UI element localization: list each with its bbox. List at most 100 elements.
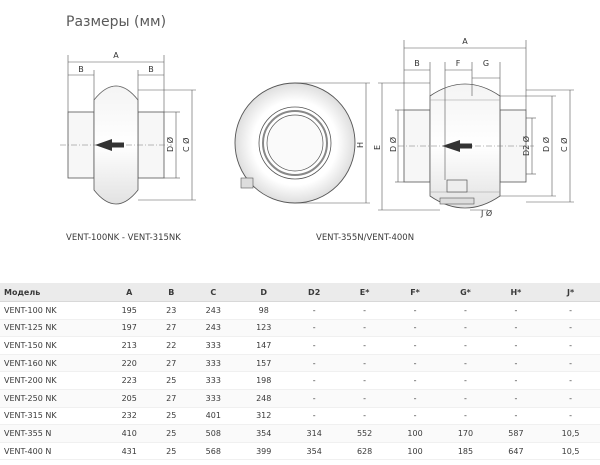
cell: 431 (104, 442, 155, 461)
cell: - (541, 354, 600, 373)
col-header-b: B (154, 283, 189, 302)
label-d2-dia: D2 Ø (521, 136, 531, 156)
table-row: VENT-400 N 431 25 568 399 354 628 100 18… (0, 442, 600, 461)
cell: 22 (154, 336, 189, 355)
cell: 333 (188, 371, 239, 390)
label-c-dia-right: C Ø (559, 138, 569, 152)
cell: VENT-400 N (0, 442, 104, 461)
cell: 552 (339, 424, 390, 443)
table-row: VENT-315 NK 232 25 401 312 - - - - - - (0, 407, 600, 426)
col-header-model: Модель (0, 283, 104, 302)
cell: - (288, 319, 340, 338)
cell: 354 (238, 424, 289, 443)
left-dimension-lines (67, 55, 196, 201)
cell: 10,5 (541, 424, 600, 443)
cell: - (490, 301, 542, 320)
cell: 568 (188, 442, 239, 461)
cell: VENT-200 NK (0, 371, 104, 390)
cell: 27 (154, 389, 189, 408)
cell: - (541, 319, 600, 338)
cell: VENT-160 NK (0, 354, 104, 373)
cell: 100 (389, 424, 441, 443)
cell: 25 (154, 424, 189, 443)
col-header-e: E* (339, 283, 390, 302)
cell: 27 (154, 354, 189, 373)
cell: 220 (104, 354, 155, 373)
cell: - (490, 319, 542, 338)
cell: 25 (154, 442, 189, 461)
cell: 243 (188, 301, 239, 320)
cell: - (541, 407, 600, 426)
cell: 195 (104, 301, 155, 320)
cell: 508 (188, 424, 239, 443)
cell: - (339, 336, 390, 355)
right-fan-side-view (398, 83, 534, 209)
cell: 223 (104, 371, 155, 390)
page-title: Размеры (мм) (66, 14, 167, 30)
col-header-g: G* (440, 283, 491, 302)
cell: - (389, 336, 441, 355)
cell: VENT-250 NK (0, 389, 104, 408)
cell: 243 (188, 319, 239, 338)
cell: 147 (238, 336, 289, 355)
label-a-right: A (462, 37, 468, 46)
cell: - (339, 301, 390, 320)
cell: - (440, 301, 491, 320)
cell: 333 (188, 389, 239, 408)
cell: - (440, 407, 491, 426)
col-header-j: J* (541, 283, 600, 302)
caption-right: VENT-355N/VENT-400N (316, 233, 415, 243)
cell: 27 (154, 319, 189, 338)
cell: 333 (188, 354, 239, 373)
airflow-arrow-icon-right (442, 140, 460, 152)
cell: 25 (154, 371, 189, 390)
col-header-d: D (238, 283, 289, 302)
cell: 399 (238, 442, 289, 461)
cell: - (288, 354, 340, 373)
cell: 647 (490, 442, 542, 461)
label-b-left: B (78, 65, 84, 74)
cell: 198 (238, 371, 289, 390)
table-row: VENT-355 N 410 25 508 354 314 552 100 17… (0, 424, 600, 443)
cell: 333 (188, 336, 239, 355)
label-d-dia-right-outer: D Ø (541, 137, 551, 152)
cell: 98 (238, 301, 289, 320)
cell: 232 (104, 407, 155, 426)
terminal-box-icon (446, 179, 468, 193)
cell: - (440, 354, 491, 373)
cell: 410 (104, 424, 155, 443)
table-row: VENT-250 NK 205 27 333 248 - - - - - - (0, 389, 600, 408)
cell: - (440, 336, 491, 355)
airflow-arrow-icon (95, 139, 112, 151)
cell: - (389, 354, 441, 373)
cell: - (339, 319, 390, 338)
cell: VENT-100 NK (0, 301, 104, 320)
table-row: VENT-200 NK 223 25 333 198 - - - - - - (0, 371, 600, 390)
cell: VENT-125 NK (0, 319, 104, 338)
label-f: F (456, 59, 461, 68)
cell: - (339, 354, 390, 373)
col-header-a: A (104, 283, 155, 302)
cell: 401 (188, 407, 239, 426)
cell: - (440, 371, 491, 390)
cell: - (389, 301, 441, 320)
cell: - (541, 371, 600, 390)
cell: - (389, 407, 441, 426)
dimension-drawing: A B B D Ø C Ø H (60, 37, 574, 218)
cell: - (440, 319, 491, 338)
col-header-d2: D2 (288, 283, 340, 302)
cell: 587 (490, 424, 542, 443)
cell: 185 (440, 442, 491, 461)
cell: 123 (238, 319, 289, 338)
col-header-f: F* (389, 283, 441, 302)
cell: 170 (440, 424, 491, 443)
cell: 100 (389, 442, 441, 461)
col-header-h: H* (490, 283, 542, 302)
cell: 628 (339, 442, 390, 461)
label-a-left: A (113, 51, 119, 60)
cell: - (339, 371, 390, 390)
cell: 354 (288, 442, 340, 461)
cell: - (541, 389, 600, 408)
cell: - (288, 301, 340, 320)
